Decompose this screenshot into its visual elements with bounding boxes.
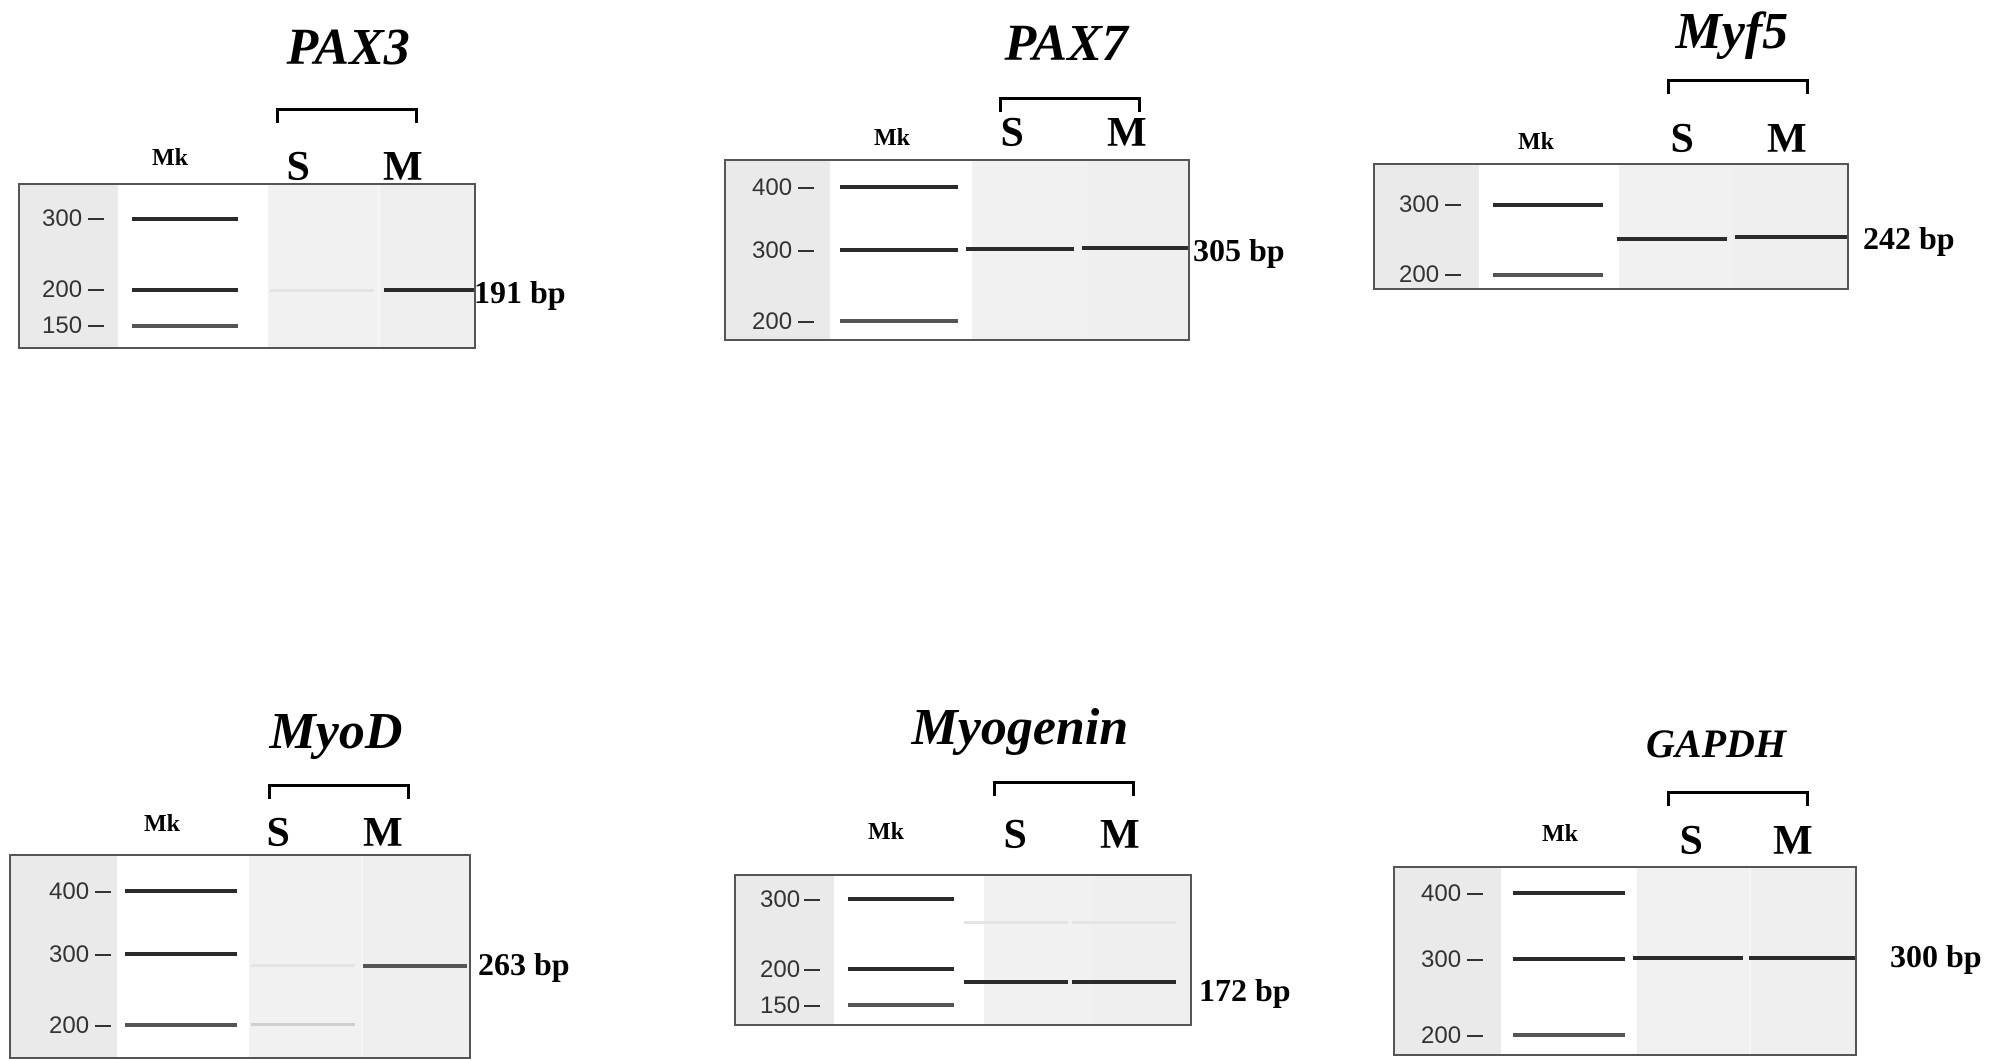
bp-label: 191 bp: [474, 274, 566, 310]
bp-label: 300 bp: [1890, 938, 1982, 974]
marker-band: [125, 1023, 237, 1027]
lane-label-s: S: [266, 810, 290, 856]
marker-band: [848, 1003, 954, 1007]
lane-label-mk: Mk: [152, 145, 188, 171]
tick-label: 150: [760, 992, 801, 1019]
marker-band: [132, 288, 238, 292]
marker-band: [848, 897, 954, 901]
marker-band: [125, 889, 237, 893]
gene-title: MyoD: [269, 703, 403, 760]
gene-title: PAX7: [1004, 15, 1128, 72]
lane-label-mk: Mk: [144, 811, 180, 837]
sample-band-s-low: [251, 1023, 355, 1026]
sample-band-m: [363, 964, 467, 968]
tick-label: 200: [42, 276, 83, 303]
gene-title: Myf5: [1675, 3, 1789, 60]
lane-label-mk: Mk: [1518, 129, 1554, 155]
lane-label-m: M: [363, 810, 403, 856]
sample-band-s: [1617, 237, 1727, 241]
sample-bracket: [1667, 79, 1809, 94]
tick-label: 200: [1399, 261, 1440, 288]
lane-label-m: M: [1773, 818, 1813, 864]
lane-label-s: S: [1679, 818, 1703, 864]
sample-band-s: [270, 289, 374, 292]
tick-label: 300: [49, 941, 90, 968]
marker-band: [1513, 957, 1625, 961]
marker-band: [1513, 891, 1625, 895]
tick-label: 300: [760, 886, 801, 913]
tick-label: 200: [49, 1012, 90, 1039]
bp-label: 263 bp: [478, 946, 570, 982]
tick-label: 300: [1399, 191, 1440, 218]
marker-band: [125, 952, 237, 956]
bp-label: 305 bp: [1193, 232, 1285, 268]
lane-label-m: M: [1100, 812, 1140, 858]
lane-label-s: S: [1670, 116, 1694, 162]
sample-band-m: [1735, 235, 1847, 239]
lane-label-mk: Mk: [874, 125, 910, 151]
sample-bracket: [268, 784, 410, 799]
tick-label: 300: [1421, 946, 1462, 973]
tick-label: 300: [42, 205, 83, 232]
sample-band-s: [251, 964, 355, 967]
lane-label-s: S: [1003, 812, 1027, 858]
sample-band-m: [1072, 980, 1176, 984]
marker-band: [840, 248, 958, 252]
sample-bracket: [276, 108, 418, 123]
lane-label-s: S: [286, 144, 310, 190]
lane-label-s: S: [1000, 110, 1024, 156]
marker-band: [1513, 1033, 1625, 1037]
lane-label-mk: Mk: [868, 819, 904, 845]
tick-label: 150: [42, 312, 83, 339]
sample-band-s: [964, 980, 1068, 984]
marker-band: [840, 319, 958, 323]
marker-band: [840, 185, 958, 189]
tick-label: 200: [760, 956, 801, 983]
gel-image: 400 300 200: [9, 854, 471, 1059]
marker-band: [132, 324, 238, 328]
tick-label: 200: [1421, 1022, 1462, 1049]
gene-title: GAPDH: [1646, 721, 1786, 766]
marker-band: [132, 217, 238, 221]
tick-label: 200: [752, 308, 793, 335]
marker-band: [1493, 273, 1603, 277]
gel-image: 400 300 200: [724, 159, 1190, 341]
gel-image: 300 200 150: [734, 874, 1192, 1026]
tick-label: 400: [1421, 880, 1462, 907]
marker-band: [848, 967, 954, 971]
tick-label: 400: [49, 878, 90, 905]
sample-bracket: [993, 781, 1135, 796]
gel-image: 300 200 150: [18, 183, 476, 349]
gel-image: 300 200: [1373, 163, 1849, 290]
sample-band-m-upper: [1072, 921, 1176, 924]
lane-label-m: M: [1107, 110, 1147, 156]
sample-bracket: [1667, 791, 1809, 806]
lane-label-m: M: [1767, 116, 1807, 162]
bp-label: 172 bp: [1199, 972, 1291, 1008]
tick-label: 300: [752, 237, 793, 264]
sample-band-s-upper: [964, 921, 1068, 924]
sample-band-m: [1749, 956, 1855, 960]
bp-label: 242 bp: [1863, 220, 1955, 256]
lane-label-mk: Mk: [1542, 821, 1578, 847]
gel-image: 400 300 200: [1393, 866, 1857, 1056]
gene-title: PAX3: [286, 19, 410, 76]
sample-band-m: [1082, 246, 1188, 250]
lane-label-m: M: [383, 144, 423, 190]
sample-band-s: [966, 247, 1074, 251]
sample-band-s: [1633, 956, 1743, 960]
marker-band: [1493, 203, 1603, 207]
tick-label: 400: [752, 174, 793, 201]
gene-title: Myogenin: [911, 699, 1129, 756]
sample-bracket: [999, 97, 1141, 112]
sample-band-m: [384, 288, 474, 292]
